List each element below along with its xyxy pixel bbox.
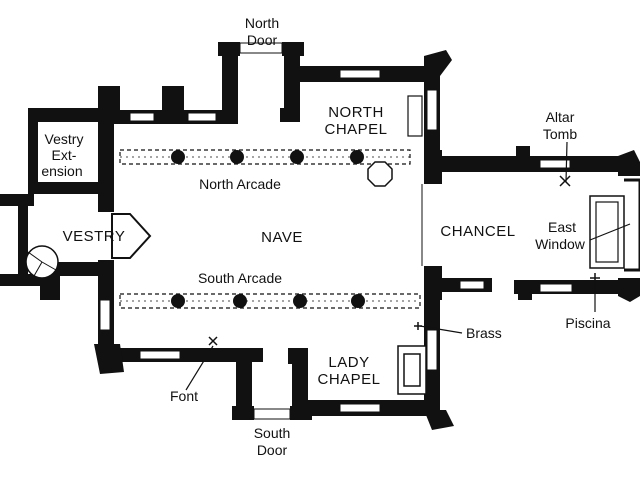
- east-window-label-2: Window: [535, 236, 586, 252]
- east-window-leader: [589, 223, 631, 241]
- spiral-stair: [25, 245, 59, 279]
- south-door-label-1: South: [254, 425, 291, 441]
- vestry-north-wall: [0, 194, 34, 206]
- north-porch-corner-w: [218, 42, 240, 56]
- font-marker-b: [208, 336, 218, 346]
- markers: [208, 175, 600, 346]
- lady-chapel-label-1: LADY: [328, 354, 369, 371]
- north-arcade-pier-2: [230, 150, 244, 164]
- south-arcade-pier-4: [351, 294, 365, 308]
- chancel-se-corner: [618, 278, 640, 302]
- south-arcade-pier-2: [233, 294, 247, 308]
- south-arcade: [119, 293, 421, 309]
- south-arcade-pier-3: [293, 294, 307, 308]
- pulpit-octagon: [367, 161, 393, 187]
- north-porch-corner-e: [282, 42, 304, 56]
- door-openings: [239, 42, 291, 420]
- north-arcade-pier-3: [290, 150, 304, 164]
- north-porch-east-wall: [284, 48, 300, 114]
- chancel-buttress-s: [518, 290, 532, 300]
- altar-tomb-label-2: Tomb: [543, 126, 577, 142]
- vestry-extension-label-1: Vestry: [45, 131, 84, 147]
- vestry-extension-north-wall: [28, 108, 104, 122]
- labels: North Door NORTH CHAPEL Altar Tomb Vestr…: [41, 15, 610, 458]
- chancel-north-wall: [440, 156, 630, 172]
- north-arcade: [119, 149, 411, 165]
- south-arcade-label: South Arcade: [198, 270, 282, 286]
- vestry-extension-label-2: Ext-: [52, 147, 77, 163]
- font-leader: [185, 345, 214, 391]
- brass-label: Brass: [466, 325, 502, 341]
- north-buttress-2: [162, 86, 184, 116]
- north-chapel-ne-buttress: [424, 50, 452, 76]
- nave-label: NAVE: [261, 229, 303, 246]
- chancel-arch-south-pier: [424, 266, 442, 300]
- altar-tomb-label-1: Altar: [546, 109, 575, 125]
- north-door-label-2: Door: [247, 32, 278, 48]
- south-porch-corner-e: [290, 406, 312, 420]
- leader-lines: [185, 141, 631, 391]
- sw-corner-buttress: [94, 344, 124, 374]
- north-porch-west-wall: [222, 48, 238, 124]
- north-arcade-pier-1: [171, 150, 185, 164]
- north-chapel-label-1: NORTH: [328, 104, 384, 121]
- lady-chapel-label-2: CHAPEL: [317, 371, 380, 388]
- chancel-arch-north-pier: [424, 150, 442, 184]
- vestry-label: VESTRY: [63, 228, 126, 245]
- chancel-ne-corner: [618, 150, 640, 176]
- vestry-se-wall: [40, 276, 60, 300]
- high-altar: [589, 178, 640, 272]
- chancel-label: CHANCEL: [440, 223, 515, 240]
- altar-tomb-leader: [565, 141, 568, 183]
- south-porch-corner-w: [232, 406, 254, 420]
- vestry-extension-label-3: ension: [41, 163, 82, 179]
- window-openings: [99, 69, 573, 413]
- piscina-label: Piscina: [565, 315, 610, 331]
- font-label: Font: [170, 388, 198, 404]
- east-window-label-1: East: [548, 219, 576, 235]
- chapel-altar-north: [407, 95, 423, 137]
- north-door-label-1: North: [245, 15, 279, 31]
- vestry-extension-west-wall: [28, 108, 38, 188]
- chancel-buttress-n: [516, 146, 530, 160]
- south-porch-east-wall: [292, 348, 308, 414]
- vestry-extension-south-wall: [28, 182, 104, 194]
- south-door-opening: [253, 408, 291, 420]
- vestry-south-return: [48, 262, 108, 276]
- north-arcade-pier-4: [350, 150, 364, 164]
- south-arcade-pier-1: [171, 294, 185, 308]
- north-door-opening: [239, 42, 283, 54]
- vestry-doorway-shape: [111, 213, 152, 259]
- north-chapel-label-2: CHAPEL: [324, 121, 387, 138]
- lady-chapel-se-buttress: [424, 410, 454, 430]
- north-arcade-label: North Arcade: [199, 176, 281, 192]
- chapel-altar-south: [397, 345, 427, 395]
- brass-leader: [419, 325, 463, 334]
- south-porch-west-wall: [236, 348, 252, 414]
- south-door-label-2: Door: [257, 442, 288, 458]
- vestry-west-wall: [18, 194, 28, 286]
